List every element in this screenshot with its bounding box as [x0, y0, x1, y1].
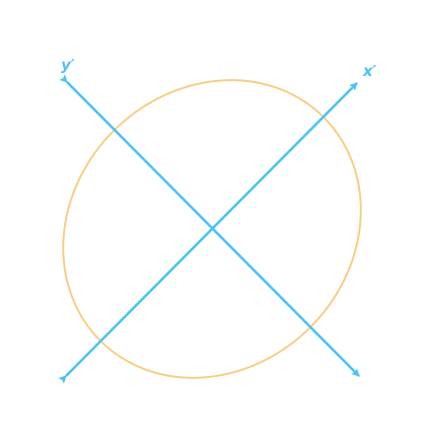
x-prime-label: x′ — [362, 62, 377, 80]
y-prime-label: y′ — [61, 56, 75, 74]
y-prime-axis — [59, 74, 360, 377]
x-prime-axis — [58, 82, 358, 384]
